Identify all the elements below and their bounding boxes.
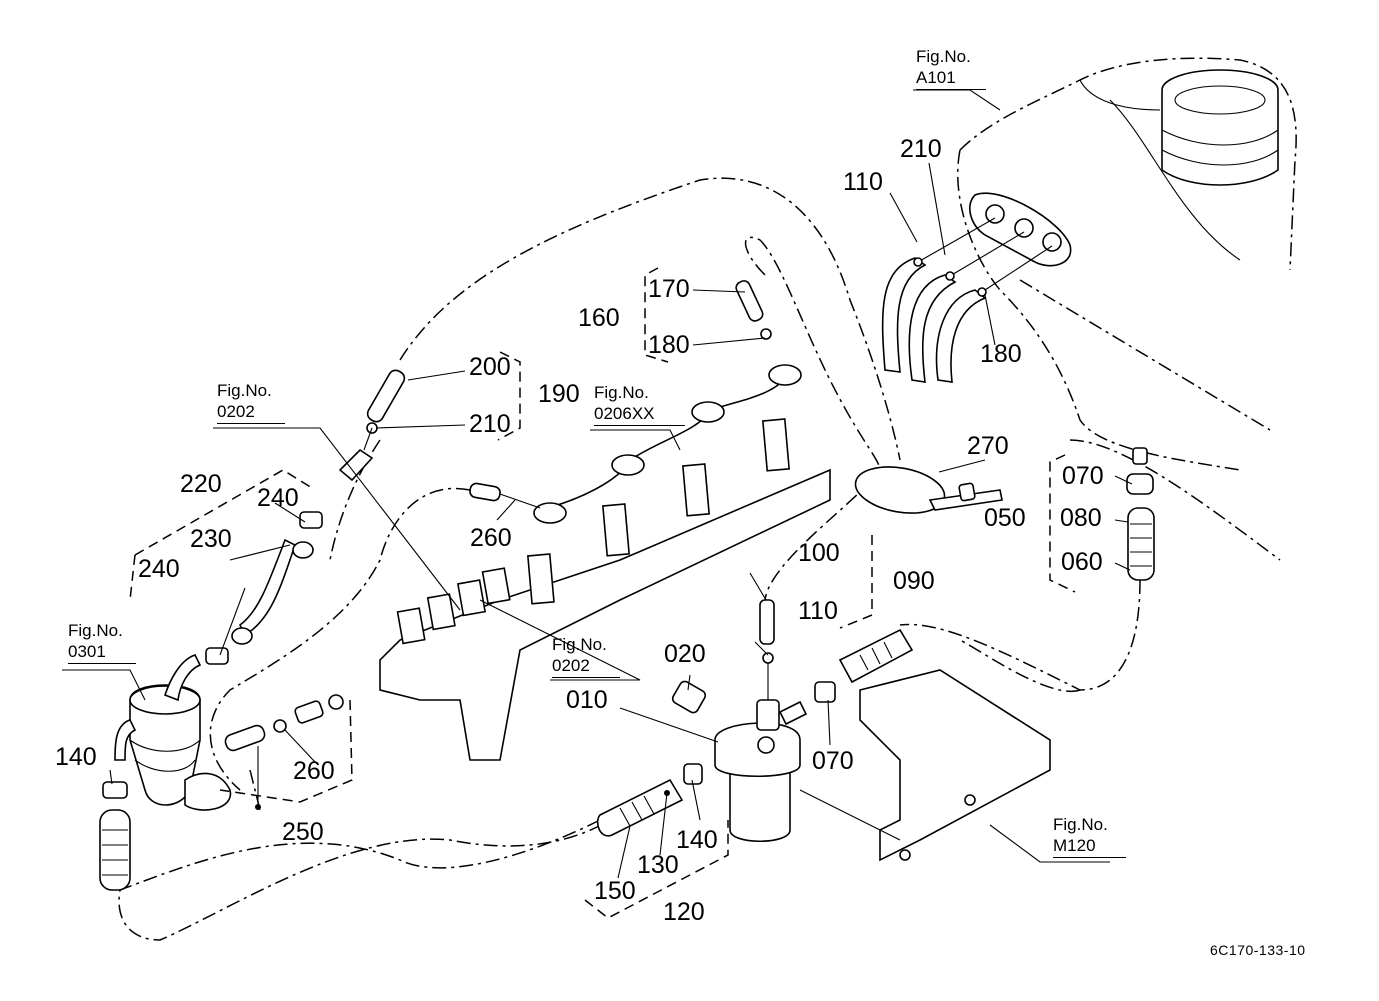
filler-neck [1161, 69, 1279, 186]
fig-ref-0206xx: Fig.No. 0206XX [594, 382, 685, 426]
fuel-filter [671, 680, 836, 843]
hose-100 [759, 599, 775, 700]
part-label-170: 170 [648, 275, 690, 303]
part-label-140-mid: 140 [676, 826, 718, 854]
hose-230 [205, 511, 323, 665]
part-label-270: 270 [967, 432, 1009, 460]
fig-title: Fig.No. [594, 383, 649, 402]
hose-filter-right [838, 628, 914, 684]
hose-120-group [596, 763, 703, 837]
hose-lower-left [99, 781, 131, 891]
part-label-240-b: 240 [138, 555, 180, 583]
fig-title: Fig.No. [1053, 815, 1108, 834]
group-brackets [129, 267, 1076, 919]
part-label-060: 060 [1061, 548, 1103, 576]
band-270 [854, 466, 1003, 514]
feed-pump [114, 654, 232, 811]
part-label-250: 250 [282, 818, 324, 846]
part-label-070-right: 070 [1062, 462, 1104, 490]
part-label-200: 200 [469, 353, 511, 381]
fig-number: 0202 [217, 401, 285, 424]
fig-number: 0206XX [594, 403, 685, 426]
drawing-code: 6C170-133-10 [1210, 942, 1306, 958]
fig-number: A101 [916, 67, 986, 90]
hose-250 [224, 694, 344, 810]
part-label-260-top: 260 [470, 524, 512, 552]
leader-lines [62, 89, 1133, 879]
fig-title: Fig.No. [217, 381, 272, 400]
part-label-230: 230 [190, 525, 232, 553]
part-label-160: 160 [578, 304, 620, 332]
hose-050-group [1126, 447, 1155, 581]
fuel-tank [956, 57, 1297, 561]
fig-title: Fig.No. [916, 47, 971, 66]
part-label-150: 150 [594, 877, 636, 905]
tank-outlet-plate [969, 192, 1072, 267]
fig-number: 0301 [68, 641, 136, 664]
part-label-050: 050 [984, 504, 1026, 532]
hose-200 [338, 369, 406, 482]
part-label-010: 010 [566, 686, 608, 714]
part-label-220: 220 [180, 470, 222, 498]
part-label-210-left: 210 [469, 410, 511, 438]
fig-ref-m120: Fig.No. M120 [1053, 814, 1126, 858]
fig-number: M120 [1053, 835, 1126, 858]
fig-ref-0202-bottom: Fig.No. 0202 [552, 634, 620, 678]
part-label-190: 190 [538, 380, 580, 408]
part-label-180-right: 180 [980, 340, 1022, 368]
fig-title: Fig.No. [552, 635, 607, 654]
fig-ref-0202-top: Fig.No. 0202 [217, 380, 285, 424]
fig-title: Fig.No. [68, 621, 123, 640]
part-label-080: 080 [1060, 504, 1102, 532]
bracket-m120 [799, 669, 1051, 862]
fig-ref-0301: Fig.No. 0301 [68, 620, 136, 664]
part-label-210-top: 210 [900, 135, 942, 163]
part-label-260-bottom: 260 [293, 757, 335, 785]
hose-170 [735, 280, 772, 340]
fig-ref-a101: Fig.No. A101 [916, 46, 986, 90]
part-label-110-top: 110 [843, 168, 883, 196]
injection-pump [379, 418, 831, 761]
fuel-lines [118, 177, 1141, 941]
part-label-020: 020 [664, 640, 706, 668]
part-label-130: 130 [637, 851, 679, 879]
part-label-120: 120 [663, 898, 705, 926]
part-label-090: 090 [893, 567, 935, 595]
part-label-070-mid: 070 [812, 747, 854, 775]
leak-off-pipe [533, 364, 802, 524]
tank-hoses [881, 217, 1053, 383]
hose-260-upper [469, 482, 541, 509]
part-label-110-mid: 110 [798, 597, 838, 625]
part-label-180-left: 180 [648, 331, 690, 359]
part-label-240-a: 240 [257, 484, 299, 512]
fig-number: 0202 [552, 655, 620, 678]
part-label-140-left: 140 [55, 743, 97, 771]
part-label-100: 100 [798, 539, 840, 567]
